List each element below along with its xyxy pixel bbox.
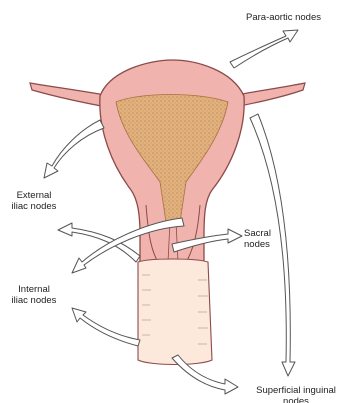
arrow-para-aortic xyxy=(230,30,298,68)
label-sacral-line2: nodes xyxy=(244,239,271,250)
label-internal-iliac-line1: Internal xyxy=(6,284,62,295)
arrow-external-iliac-lower xyxy=(58,223,140,262)
label-external-iliac-line2: iliac nodes xyxy=(6,201,62,212)
label-superficial-inguinal-line2: nodes xyxy=(241,396,348,403)
label-external-iliac-line1: External xyxy=(6,190,62,201)
arrow-internal-iliac-lower xyxy=(72,308,140,346)
label-superficial-inguinal-nodes: Superficial inguinal nodes xyxy=(241,385,348,403)
label-para-aortic-text: Para-aortic nodes xyxy=(246,12,321,23)
label-internal-iliac-nodes: Internal iliac nodes xyxy=(6,284,62,306)
label-para-aortic-nodes: Para-aortic nodes xyxy=(246,12,321,23)
arrow-external-iliac-upper xyxy=(44,120,104,178)
label-internal-iliac-line2: iliac nodes xyxy=(6,295,62,306)
label-superficial-inguinal-line1: Superficial inguinal xyxy=(241,385,348,396)
label-sacral-nodes: Sacral nodes xyxy=(244,228,271,250)
label-external-iliac-nodes: External iliac nodes xyxy=(6,190,62,212)
label-sacral-line1: Sacral xyxy=(244,228,271,239)
